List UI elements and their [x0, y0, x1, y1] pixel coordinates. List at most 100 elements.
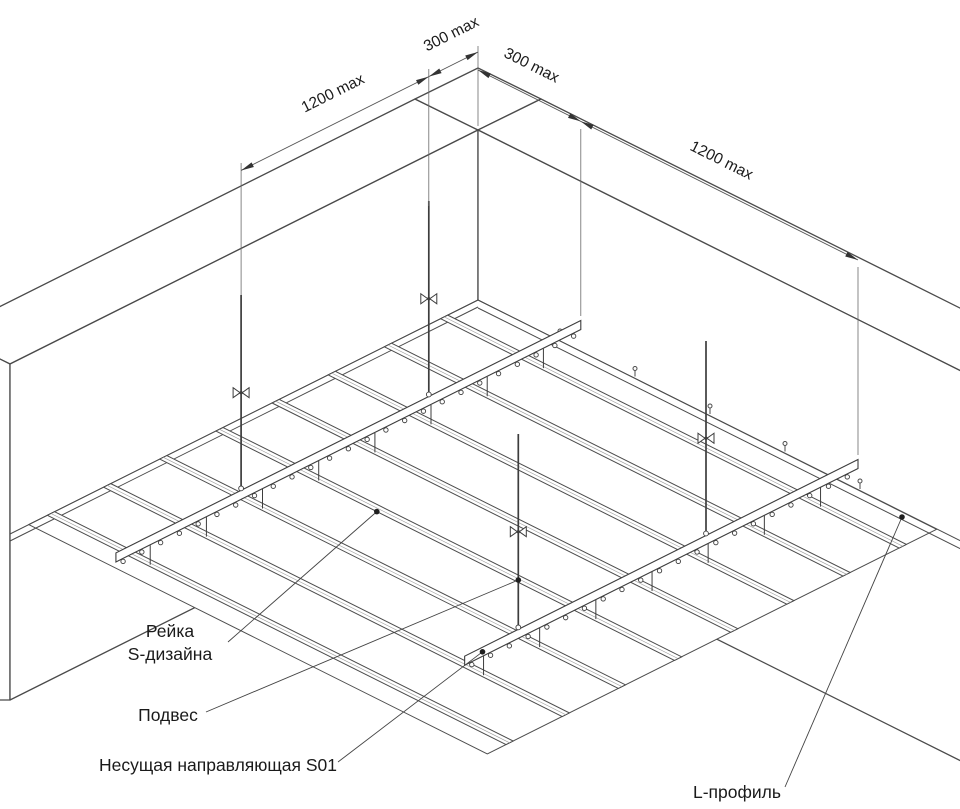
dimension-label-left-300: 300 max [421, 13, 482, 55]
l-profile-leader [784, 516, 903, 788]
carrier-tooth [176, 530, 183, 536]
carrier-rails [115, 319, 859, 676]
hangers [232, 201, 715, 631]
carrier-tooth [581, 605, 588, 611]
carrier-tooth [600, 596, 606, 602]
carrier-tooth [533, 352, 539, 358]
carrier-tooth [439, 399, 445, 405]
carrier-rail [115, 319, 582, 563]
carrier-tooth [270, 483, 276, 489]
l-profile-clip-head [707, 403, 713, 409]
dimension-line-right [477, 69, 859, 261]
spring-clip-wing [697, 432, 706, 445]
spring-clip-pin [427, 297, 431, 301]
dimensions [240, 46, 859, 455]
l-profile-clip-head [632, 366, 638, 371]
carrier-tooth [120, 558, 126, 565]
carrier-tooth [675, 558, 681, 564]
l-profile-left-bottom-edge [9, 306, 479, 542]
carrier-tooth [308, 464, 314, 471]
dimension-arrow [428, 68, 442, 77]
l-profile-left-top-edge [9, 299, 479, 535]
spring-clip-wing [420, 292, 429, 305]
spring-clip-wing [509, 525, 519, 538]
carrier-tooth [731, 530, 738, 536]
carrier-tooth [514, 361, 520, 367]
carrier-tooth [420, 408, 427, 414]
carrier-tooth [345, 446, 352, 452]
slat-leader-dot [374, 508, 380, 515]
dimension-arrow [478, 70, 491, 79]
l-profile-leader-dot [899, 514, 905, 520]
dimension-arrow [465, 52, 478, 61]
carrier-tooth [552, 342, 558, 349]
carrier-tooth [469, 661, 475, 668]
carrier-tooth [638, 577, 644, 583]
carrier-tooth [139, 549, 145, 555]
carrier-tooth [544, 624, 550, 630]
carrier-tooth [458, 389, 464, 396]
hanger-leader-dot [515, 577, 522, 583]
hanger-leader [205, 579, 519, 713]
carrier-tooth [563, 615, 569, 621]
carrier-tooth [570, 333, 577, 339]
carrier-tooth [713, 539, 719, 546]
carrier-tooth [487, 652, 494, 658]
spring-clip-wing [518, 525, 527, 538]
spring-clip-wing [232, 386, 241, 399]
carrier-tooth [383, 427, 389, 433]
carrier-tooth [525, 633, 531, 640]
carrier-tooth [214, 511, 220, 518]
l-profile-label: L-профиль [693, 782, 781, 802]
slat-leader [227, 511, 378, 643]
l-profile-right-bottom-edge [477, 307, 960, 550]
carrier-tooth [619, 586, 625, 593]
carrier-leader [337, 651, 483, 763]
carrier-leader-dot [479, 649, 486, 655]
dimension-arrow [580, 121, 594, 130]
l-profile-clip-head [782, 441, 788, 446]
carrier-tooth [364, 436, 370, 442]
carrier-tooth [289, 474, 295, 480]
slat-label-line1: Рейка [146, 621, 194, 641]
l-profiles [9, 299, 960, 550]
slat-label-line2: S-дизайна [128, 644, 213, 664]
spring-clip-pin [239, 391, 243, 395]
spring-clip-wing [706, 432, 715, 445]
carrier-tooth [656, 568, 663, 574]
spring-clip-pin [516, 530, 520, 534]
dimension-label-left-1200: 1200 max [299, 71, 368, 117]
dimension-arrow [416, 76, 429, 85]
dimension-arrow [568, 113, 581, 122]
carrier-tooth [326, 455, 333, 461]
carrier-tooth [807, 492, 813, 499]
hanger-hook [515, 624, 522, 631]
spring-clip-wing [241, 386, 250, 399]
carrier-tooth [157, 539, 164, 546]
dimension-label-right-300: 300 max [501, 45, 562, 87]
carrier-tooth [788, 502, 794, 508]
carrier-tooth [251, 493, 258, 499]
carrier-tooth [825, 483, 832, 489]
dimension-arrow [241, 162, 254, 171]
left-wall-end-cut [0, 358, 11, 701]
ceiling-slats [46, 314, 908, 746]
l-profile-clip-head [857, 478, 863, 484]
carrier-tooth [402, 417, 408, 424]
carrier-label: Несущая направляющая S01 [99, 755, 337, 775]
spring-clip-wing [428, 292, 438, 305]
leader-lines [205, 508, 905, 788]
hanger-label: Подвес [138, 705, 198, 725]
hanger-hook [425, 391, 432, 398]
carrier-tooth [195, 521, 201, 527]
hanger-hook [703, 530, 709, 537]
carrier-tooth [750, 521, 757, 527]
hanger-hook [238, 485, 244, 492]
carrier-tooth [694, 549, 700, 555]
dimension-arrow [845, 251, 858, 260]
carrier-tooth [506, 643, 512, 649]
spring-clip-pin [704, 436, 708, 440]
carrier-tooth [769, 511, 775, 518]
